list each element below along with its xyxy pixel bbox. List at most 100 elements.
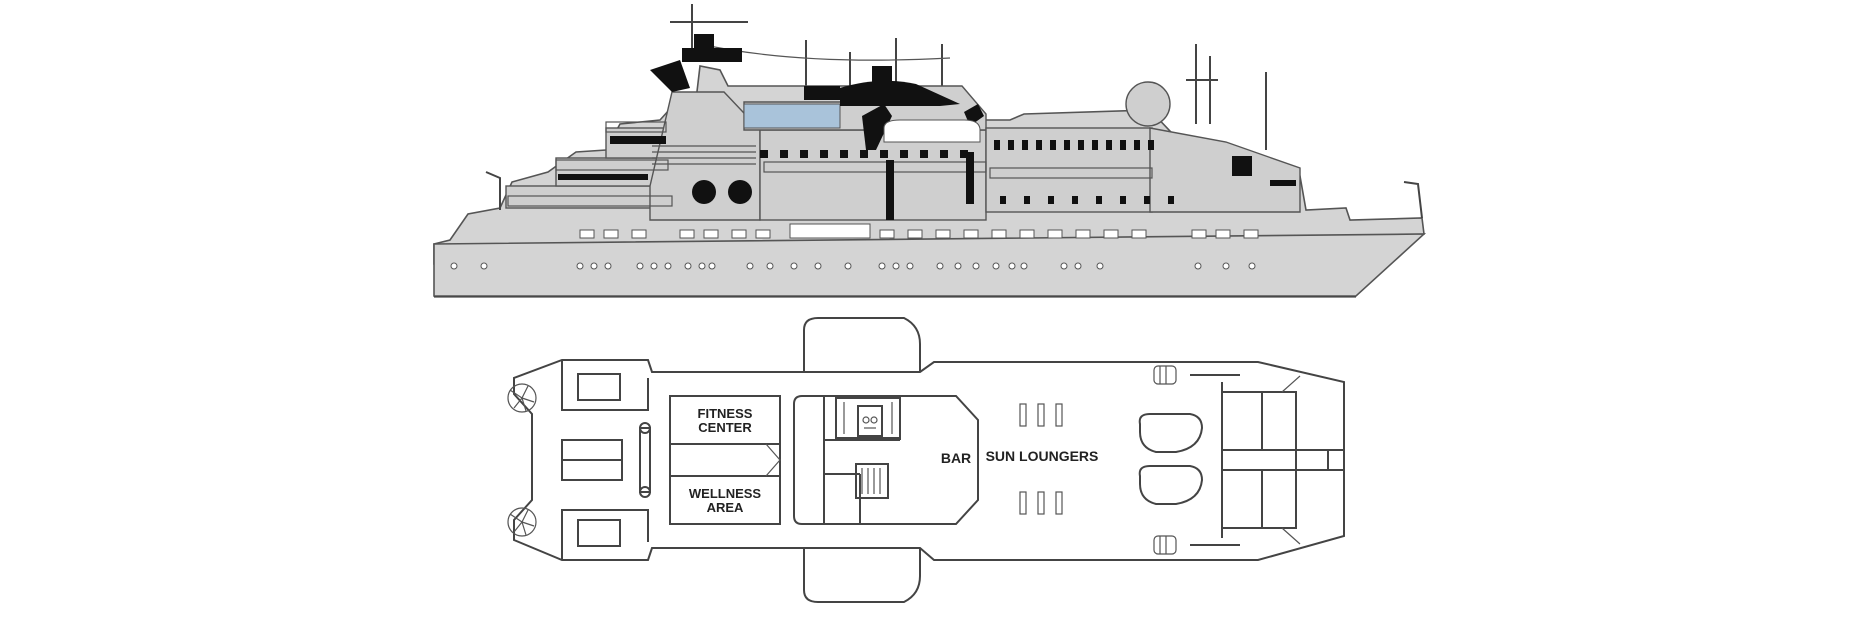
window: [1047, 229, 1063, 239]
lifeboat-top-starboard: [803, 317, 921, 373]
wellness-area-label-line1: WELLNESS: [689, 486, 762, 501]
winch-icon: [1153, 365, 1240, 385]
aft-rooms: [561, 360, 651, 560]
window: [1131, 229, 1147, 239]
window: [1120, 140, 1126, 150]
window: [1191, 229, 1207, 239]
porthole: [814, 262, 822, 270]
window: [1243, 229, 1259, 239]
window: [860, 150, 868, 158]
window: [1075, 229, 1091, 239]
sun-loungers-label: SUN LOUNGERS: [986, 448, 1099, 464]
window: [963, 229, 979, 239]
porthole: [1096, 262, 1104, 270]
porthole: [1020, 262, 1028, 270]
porthole: [972, 262, 980, 270]
porthole: [1074, 262, 1082, 270]
porthole: [590, 262, 598, 270]
window: [994, 140, 1000, 150]
lifeboat-top-port: [803, 547, 921, 603]
deck-plan-top-view: FITNESS CENTER WELLNESS AREA: [507, 317, 1345, 603]
sun-loungers: [1019, 403, 1063, 515]
window: [1000, 196, 1006, 204]
radome: [1125, 81, 1171, 127]
window: [1024, 196, 1030, 204]
wellness-area-room: [669, 475, 781, 525]
window: [1168, 196, 1174, 204]
window: [1120, 196, 1126, 204]
ship-profile-side-view: [433, 4, 1427, 298]
window: [579, 229, 595, 239]
window: [1215, 229, 1231, 239]
window-rows: [450, 140, 1259, 270]
porthole: [650, 262, 658, 270]
window: [1064, 140, 1070, 150]
window: [940, 150, 948, 158]
porthole: [698, 262, 706, 270]
window: [1022, 140, 1028, 150]
window: [1148, 140, 1154, 150]
porthole: [450, 262, 458, 270]
window: [900, 150, 908, 158]
porthole: [878, 262, 886, 270]
forward-structure: [1221, 375, 1344, 545]
porthole: [636, 262, 644, 270]
hot-tub: [1138, 465, 1204, 505]
porthole: [480, 262, 488, 270]
window: [840, 150, 848, 158]
porthole: [1060, 262, 1068, 270]
window: [1019, 229, 1035, 239]
window: [1106, 140, 1112, 150]
window: [780, 150, 788, 158]
window: [631, 229, 647, 239]
lifeboat: [883, 119, 981, 143]
window: [1008, 140, 1014, 150]
window: [679, 229, 695, 239]
porthole: [954, 262, 962, 270]
window: [1036, 140, 1042, 150]
window: [1103, 229, 1119, 239]
window: [991, 229, 1007, 239]
window: [1078, 140, 1084, 150]
window: [880, 150, 888, 158]
window: [907, 229, 923, 239]
elevator-icon: [857, 405, 883, 437]
porthole: [604, 262, 612, 270]
window: [1050, 140, 1056, 150]
porthole: [1248, 262, 1256, 270]
window: [800, 150, 808, 158]
porthole: [906, 262, 914, 270]
stairs-icon: [843, 402, 893, 494]
spiral-stair-icon: [507, 507, 537, 537]
deck-outline: [513, 359, 1345, 561]
window: [1072, 196, 1078, 204]
porthole: [1222, 262, 1230, 270]
window: [731, 229, 747, 239]
porthole: [766, 262, 774, 270]
hot-tub: [1138, 413, 1204, 453]
winch-icon: [1153, 535, 1240, 555]
window: [1048, 196, 1054, 204]
window: [1134, 140, 1140, 150]
spiral-stair-icon: [507, 383, 537, 413]
porthole: [684, 262, 692, 270]
porthole: [708, 262, 716, 270]
bar-block: [793, 395, 979, 525]
porthole: [892, 262, 900, 270]
window: [603, 229, 619, 239]
window: [703, 229, 719, 239]
window: [820, 150, 828, 158]
fitness-center-label-line2: CENTER: [698, 420, 752, 435]
porthole: [844, 262, 852, 270]
bar-label: BAR: [941, 450, 971, 466]
porthole: [664, 262, 672, 270]
window: [879, 229, 895, 239]
funnel-stripes: [652, 145, 756, 165]
window: [920, 150, 928, 158]
window: [1096, 196, 1102, 204]
fitness-center-label-line1: FITNESS: [698, 406, 753, 421]
porthole: [1194, 262, 1202, 270]
porthole: [790, 262, 798, 270]
porthole: [576, 262, 584, 270]
